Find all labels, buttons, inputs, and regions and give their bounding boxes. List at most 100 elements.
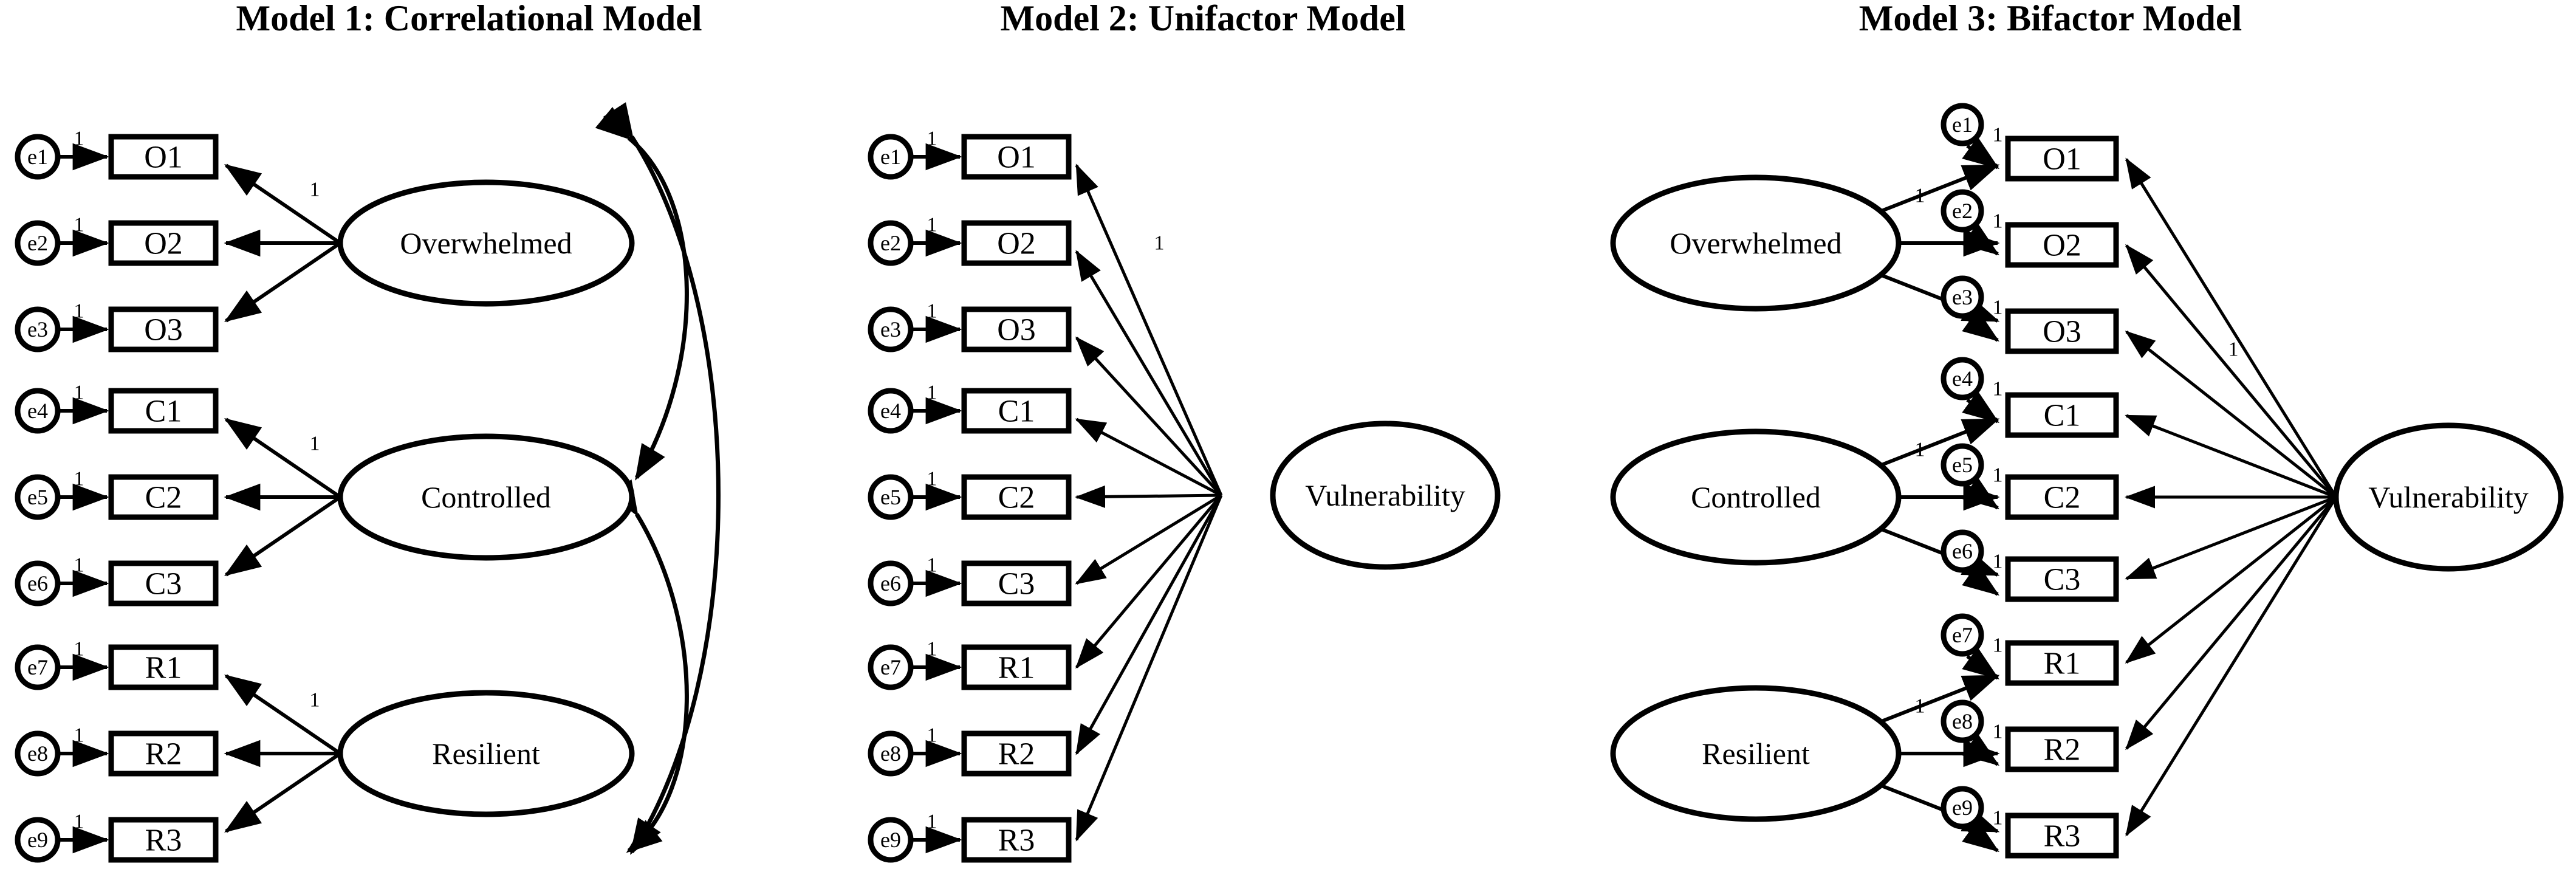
factor-label-m3-overwhelmed: Overwhelmed [1670, 226, 1841, 260]
indicator-label-m2-r3: R3 [998, 823, 1035, 858]
err-one-m3-e7: 1 [1993, 634, 2003, 657]
indicator-node-r3[interactable]: R3 [108, 817, 219, 863]
indicator-node-m3-r3[interactable]: R3 [2005, 812, 2119, 859]
err-one-e8: 1 [74, 724, 84, 747]
error-loading-labels-model3: 1 1 1 1 1 1 1 1 1 [1993, 124, 2003, 829]
indicator-node-o1[interactable]: O1 [108, 134, 219, 180]
indicator-node-m2-c2[interactable]: C2 [961, 474, 1072, 520]
error-label-e1: e1 [27, 145, 48, 169]
indicator-node-m2-r3[interactable]: R3 [961, 817, 1072, 863]
indicator-label-m3-r3: R3 [2044, 819, 2081, 854]
indicator-label-r3: R3 [145, 823, 182, 858]
error-node-m3-e2[interactable]: e2 [1941, 189, 1984, 233]
err-one-e7: 1 [74, 638, 84, 661]
indicator-node-m2-r1[interactable]: R1 [961, 644, 1072, 690]
indicator-node-m2-o3[interactable]: O3 [961, 306, 1072, 352]
factor-node-m3-vulnerability[interactable]: Vulnerability [2333, 422, 2564, 572]
indicator-node-r1[interactable]: R1 [108, 644, 219, 690]
error-node-e4[interactable]: e4 [15, 388, 61, 434]
indicator-node-o2[interactable]: O2 [108, 220, 219, 266]
indicator-node-c2[interactable]: C2 [108, 474, 219, 520]
error-node-m2-e8[interactable]: e8 [868, 730, 914, 777]
error-node-m2-e7[interactable]: e7 [868, 644, 914, 690]
error-node-m3-e4[interactable]: e4 [1941, 357, 1984, 400]
error-label-m3-e4: e4 [1952, 366, 1973, 391]
error-node-m2-e1[interactable]: e1 [868, 134, 914, 180]
error-node-m3-e1[interactable]: e1 [1941, 103, 1984, 146]
error-label-m3-e6: e6 [1952, 539, 1973, 563]
indicator-node-m3-r1[interactable]: R1 [2005, 640, 2119, 686]
path-m3-vulnerability-o2 [2125, 244, 2337, 498]
error-node-m2-e4[interactable]: e4 [868, 388, 914, 434]
indicator-node-c3[interactable]: C3 [108, 560, 219, 606]
factor-ellipses-model1: Overwhelmed Controlled Resilient [337, 179, 635, 817]
factor-node-m3-overwhelmed[interactable]: Overwhelmed [1610, 174, 1902, 312]
error-node-m3-e3[interactable]: e3 [1941, 275, 1984, 319]
indicator-node-m2-r2[interactable]: R2 [961, 730, 1072, 777]
path-m3-e4-c1 [1962, 391, 1999, 424]
error-node-m3-e9[interactable]: e9 [1941, 786, 1984, 829]
error-label-m2-e3: e3 [880, 317, 901, 342]
error-paths-model2 [911, 143, 962, 854]
factor-node-controlled[interactable]: Controlled [337, 433, 635, 561]
path-vulnerability-r3 [1075, 495, 1223, 842]
error-node-m2-e9[interactable]: e9 [868, 817, 914, 863]
indicator-node-m3-o1[interactable]: O1 [2005, 136, 2119, 182]
err-one-e6: 1 [74, 554, 84, 577]
indicator-node-c1[interactable]: C1 [108, 388, 219, 434]
path-m3-vulnerability-r2 [2125, 496, 2337, 750]
factor-node-resilient[interactable]: Resilient [337, 690, 635, 817]
error-node-e5[interactable]: e5 [15, 474, 61, 520]
indicator-node-m3-c1[interactable]: C1 [2005, 392, 2119, 438]
err-one-m3-e4: 1 [1993, 378, 2003, 400]
indicator-node-m3-o3[interactable]: O3 [2005, 308, 2119, 354]
indicator-boxes-model1: O1 O2 O3 C1 C2 C3 R1 R2 R3 [108, 134, 219, 863]
error-label-m2-e9: e9 [880, 828, 901, 852]
factor-node-m3-resilient[interactable]: Resilient [1610, 685, 1902, 822]
indicator-node-r2[interactable]: R2 [108, 730, 219, 777]
factor-node-m3-controlled[interactable]: Controlled [1610, 428, 1902, 566]
error-node-m2-e6[interactable]: e6 [868, 560, 914, 606]
factor-node-m2-vulnerability[interactable]: Vulnerability [1270, 421, 1501, 570]
error-node-m2-e5[interactable]: e5 [868, 474, 914, 520]
error-node-e6[interactable]: e6 [15, 560, 61, 606]
factor-node-overwhelmed[interactable]: Overwhelmed [337, 179, 635, 307]
err-one-m2-e4: 1 [927, 382, 937, 404]
loading-paths-model2 [1075, 163, 1223, 842]
indicator-node-o3[interactable]: O3 [108, 306, 219, 352]
error-node-e2[interactable]: e2 [15, 220, 61, 266]
indicator-node-m3-c2[interactable]: C2 [2005, 474, 2119, 520]
error-paths-model1 [58, 143, 109, 854]
indicator-node-m2-o2[interactable]: O2 [961, 220, 1072, 266]
error-node-m3-e8[interactable]: e8 [1941, 699, 1984, 743]
indicator-node-m3-r2[interactable]: R2 [2005, 726, 2119, 772]
indicator-node-m2-c1[interactable]: C1 [961, 388, 1072, 434]
err-one-e5: 1 [74, 468, 84, 490]
path-vulnerability-o3 [1075, 336, 1222, 496]
error-node-m3-e6[interactable]: e6 [1941, 529, 1984, 573]
error-node-e1[interactable]: e1 [15, 134, 61, 180]
error-node-m3-e5[interactable]: e5 [1941, 443, 1984, 487]
panel-model3: 1 1 1 1 [1610, 103, 2564, 859]
error-node-m3-e7[interactable]: e7 [1941, 613, 1984, 657]
error-node-e8[interactable]: e8 [15, 730, 61, 777]
indicator-label-c1: C1 [145, 394, 182, 429]
error-node-m2-e3[interactable]: e3 [868, 306, 914, 352]
path-vulnerability-c1 [1075, 417, 1222, 497]
indicator-label-m3-c2: C2 [2044, 481, 2081, 515]
indicator-node-m2-o1[interactable]: O1 [961, 134, 1072, 180]
error-node-m2-e2[interactable]: e2 [868, 220, 914, 266]
error-node-e3[interactable]: e3 [15, 306, 61, 352]
indicator-label-m3-c1: C1 [2044, 399, 2081, 433]
error-node-e9[interactable]: e9 [15, 817, 61, 863]
err-one-m2-e3: 1 [927, 300, 937, 323]
factor-label-m2-vulnerability: Vulnerability [1305, 478, 1465, 512]
error-label-m2-e6: e6 [880, 571, 901, 596]
factor-label-m3-resilient: Resilient [1702, 737, 1810, 771]
error-node-e7[interactable]: e7 [15, 644, 61, 690]
indicator-node-m3-o2[interactable]: O2 [2005, 222, 2119, 268]
path-vulnerability-c3 [1075, 493, 1222, 585]
indicator-node-m3-c3[interactable]: C3 [2005, 556, 2119, 602]
indicator-node-m2-c3[interactable]: C3 [961, 560, 1072, 606]
